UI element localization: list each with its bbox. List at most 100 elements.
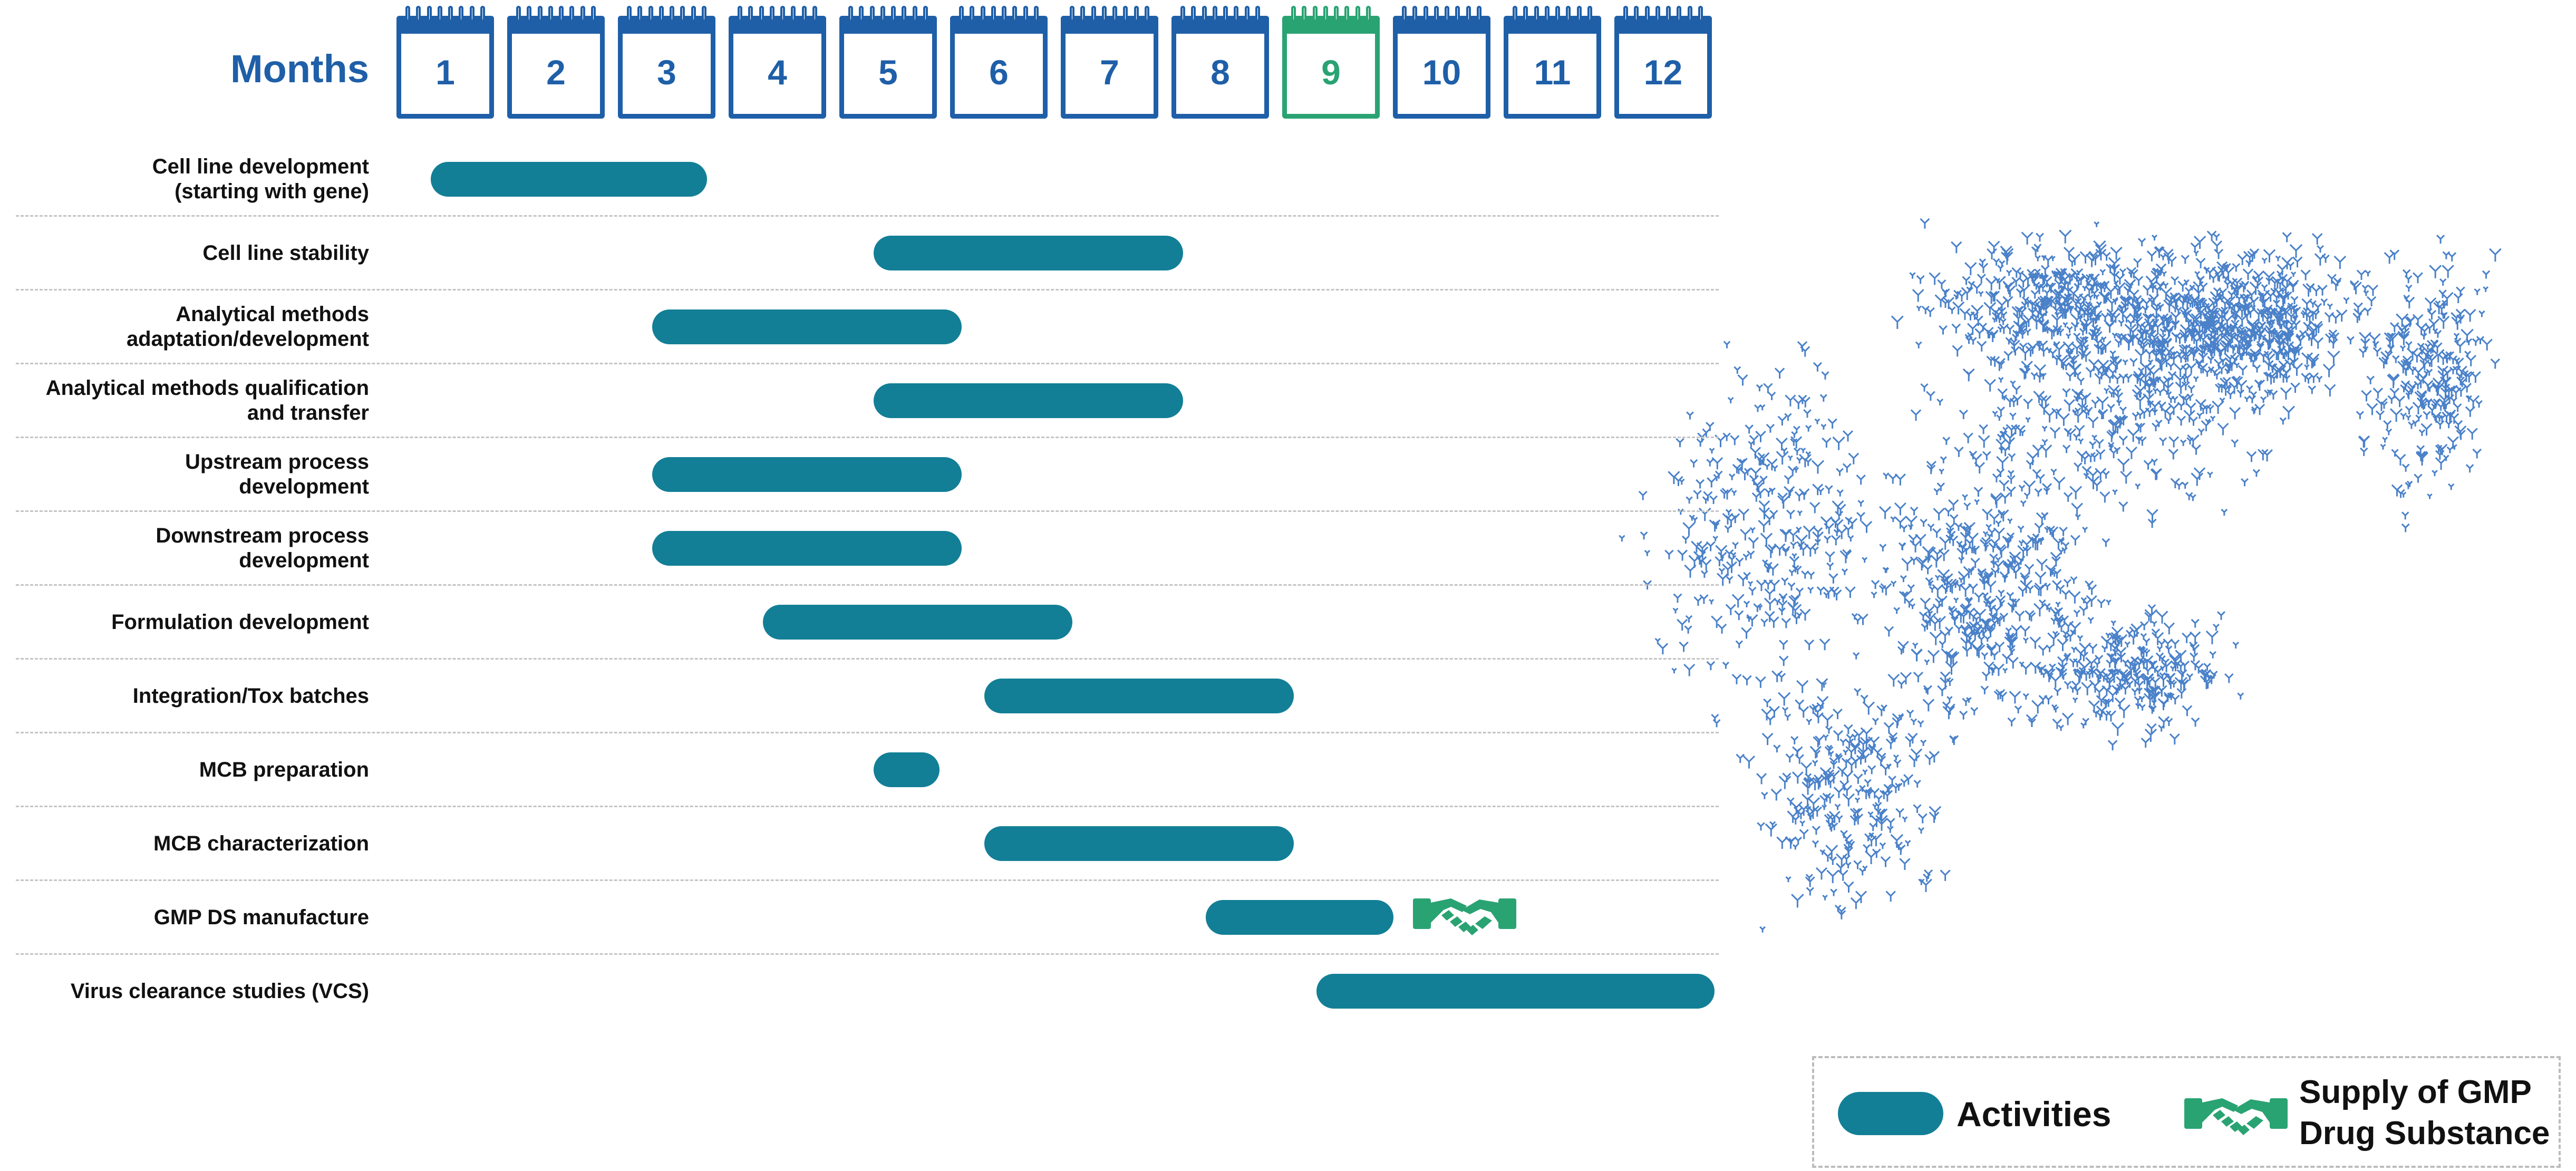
month-number: 3 bbox=[657, 53, 676, 92]
row-separator bbox=[16, 289, 1719, 291]
month-calendar-3: 3 bbox=[618, 6, 715, 119]
month-calendar-8: 8 bbox=[1171, 6, 1269, 119]
row-separator bbox=[16, 215, 1719, 217]
calendar-binding bbox=[1393, 16, 1490, 34]
activity-label: Cell line development(starting with gene… bbox=[0, 154, 369, 204]
calendar-rings-icon bbox=[1402, 6, 1481, 25]
month-number: 11 bbox=[1534, 53, 1571, 92]
antibody-particles bbox=[1619, 218, 2502, 933]
month-number: 6 bbox=[989, 53, 1009, 92]
calendar-binding bbox=[618, 16, 715, 34]
activity-label-line: Formulation development bbox=[111, 610, 369, 634]
activity-label-line: development bbox=[239, 475, 369, 498]
calendar-binding bbox=[396, 16, 494, 34]
activity-bar bbox=[1316, 974, 1715, 1009]
row-separator bbox=[16, 437, 1719, 438]
row-separator bbox=[16, 584, 1719, 586]
activity-label-line: Cell line development bbox=[152, 155, 369, 178]
activity-bar bbox=[652, 531, 962, 566]
month-calendar-11: 11 bbox=[1504, 6, 1601, 119]
activity-label: Integration/Tox batches bbox=[0, 684, 369, 709]
month-number: 1 bbox=[435, 53, 455, 92]
month-calendar-2: 2 bbox=[507, 6, 605, 119]
activity-label-line: development bbox=[239, 549, 369, 572]
calendar-binding bbox=[507, 16, 605, 34]
activity-label: Cell line stability bbox=[0, 241, 369, 266]
calendar-rings-icon bbox=[1513, 6, 1592, 25]
calendar-rings-icon bbox=[1623, 6, 1703, 25]
calendar-rings-icon bbox=[1070, 6, 1149, 25]
activity-label: MCB characterization bbox=[0, 831, 369, 856]
activity-label: GMP DS manufacture bbox=[0, 905, 369, 930]
activity-label-line: GMP DS manufacture bbox=[153, 905, 369, 929]
activity-label-line: MCB characterization bbox=[153, 831, 369, 855]
calendar-binding bbox=[839, 16, 937, 34]
month-calendar-12: 12 bbox=[1614, 6, 1712, 119]
activity-bar bbox=[984, 826, 1294, 861]
month-calendar-10: 10 bbox=[1393, 6, 1490, 119]
calendar-rings-icon bbox=[959, 6, 1039, 25]
row-separator bbox=[16, 806, 1719, 807]
legend-supply-line: Drug Substance bbox=[2299, 1115, 2550, 1151]
calendar-binding bbox=[1504, 16, 1601, 34]
legend-activity-bar bbox=[1838, 1092, 1943, 1135]
activity-bar bbox=[763, 605, 1072, 640]
calendar-binding bbox=[1171, 16, 1269, 34]
calendar-binding bbox=[1614, 16, 1712, 34]
activity-label: Virus clearance studies (VCS) bbox=[0, 979, 369, 1004]
legend-activities-label: Activities bbox=[1957, 1095, 2112, 1134]
row-separator bbox=[16, 732, 1719, 733]
activity-bar bbox=[874, 236, 1183, 270]
activity-label-line: Analytical methods bbox=[176, 303, 369, 326]
activity-bar bbox=[1206, 900, 1393, 935]
row-separator bbox=[16, 363, 1719, 364]
activity-label: MCB preparation bbox=[0, 758, 369, 782]
calendar-rings-icon bbox=[1180, 6, 1260, 25]
calendar-rings-icon bbox=[1291, 6, 1371, 25]
activity-label-line: Virus clearance studies (VCS) bbox=[70, 979, 369, 1003]
calendar-rings-icon bbox=[405, 6, 485, 25]
month-number: 2 bbox=[546, 53, 566, 92]
activity-bar bbox=[431, 162, 707, 197]
activity-bar bbox=[652, 309, 962, 344]
activity-bar bbox=[874, 752, 940, 787]
handshake-icon bbox=[2183, 1091, 2289, 1139]
legend-supply-line: Supply of GMP bbox=[2299, 1074, 2532, 1110]
activity-label-line: Upstream process bbox=[185, 450, 369, 473]
month-number: 7 bbox=[1100, 53, 1119, 92]
row-separator bbox=[16, 879, 1719, 881]
activity-label: Formulation development bbox=[0, 610, 369, 635]
handshake-icon bbox=[1412, 891, 1517, 940]
calendar-rings-icon bbox=[516, 6, 596, 25]
activity-bar bbox=[874, 383, 1183, 418]
activity-bar bbox=[984, 679, 1294, 713]
activity-label-line: Cell line stability bbox=[202, 241, 369, 265]
month-number: 9 bbox=[1321, 53, 1341, 92]
calendar-rings-icon bbox=[738, 6, 817, 25]
month-number: 10 bbox=[1422, 53, 1461, 92]
calendar-binding bbox=[1061, 16, 1158, 34]
activity-label-line: Analytical methods qualification bbox=[45, 376, 369, 400]
row-separator bbox=[16, 658, 1719, 660]
calendar-binding bbox=[1282, 16, 1380, 34]
legend-supply-label: Supply of GMP Drug Substance bbox=[2299, 1072, 2550, 1154]
months-title: Months bbox=[230, 47, 369, 91]
row-separator bbox=[16, 510, 1719, 512]
activity-label-line: Downstream process bbox=[156, 524, 369, 547]
month-calendar-5: 5 bbox=[839, 6, 937, 119]
activity-label-line: adaptation/development bbox=[126, 327, 369, 351]
activity-bar bbox=[652, 457, 962, 492]
month-number: 8 bbox=[1210, 53, 1230, 92]
legend: Activities Supply of GMP Drug Substance bbox=[1812, 1056, 2561, 1168]
calendar-rings-icon bbox=[848, 6, 928, 25]
month-calendar-1: 1 bbox=[396, 6, 494, 119]
month-calendar-9: 9 bbox=[1282, 6, 1380, 119]
month-number: 4 bbox=[768, 53, 787, 92]
month-number: 12 bbox=[1643, 53, 1683, 92]
activity-label-line: and transfer bbox=[247, 401, 369, 424]
